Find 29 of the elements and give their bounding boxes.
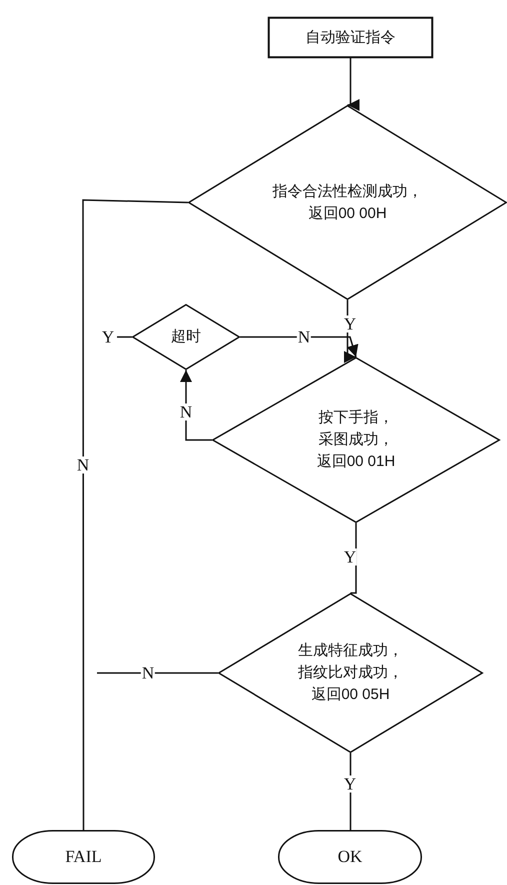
connector-line <box>349 753 352 831</box>
edge-label: Y <box>100 328 116 346</box>
edge-label: Y <box>342 776 358 792</box>
decision-diamond <box>212 357 500 523</box>
connector-line <box>97 672 218 674</box>
edge-label: N <box>178 404 194 420</box>
decision-diamond <box>188 105 507 300</box>
decision-label: 超时 <box>171 327 201 347</box>
decision-label: 按下手指，采图成功，返回00 01H <box>316 408 396 472</box>
edge-label: N <box>140 664 156 682</box>
arrow <box>344 300 356 363</box>
process-box <box>268 17 433 58</box>
process-label: 自动验证指令 <box>306 28 396 48</box>
decision-label: 指令合法性检测成功，返回00 00H <box>272 182 424 224</box>
arrow <box>348 58 360 111</box>
arrow <box>180 370 212 441</box>
edge-label: N <box>296 328 312 346</box>
edge-label: N <box>76 456 90 474</box>
connector-line <box>82 199 188 830</box>
connector-line <box>350 523 357 594</box>
edge-label: Y <box>342 548 358 566</box>
decision-diamond <box>132 304 240 370</box>
edge-label: Y <box>342 316 358 332</box>
terminal-label: FAIL <box>65 846 102 868</box>
decision-label: 生成特征成功，指纹比对成功，返回00 05H <box>297 641 404 705</box>
arrow <box>240 336 358 358</box>
connector-line <box>117 336 132 338</box>
terminal-label: OK <box>338 846 362 868</box>
decision-diamond <box>218 593 483 753</box>
